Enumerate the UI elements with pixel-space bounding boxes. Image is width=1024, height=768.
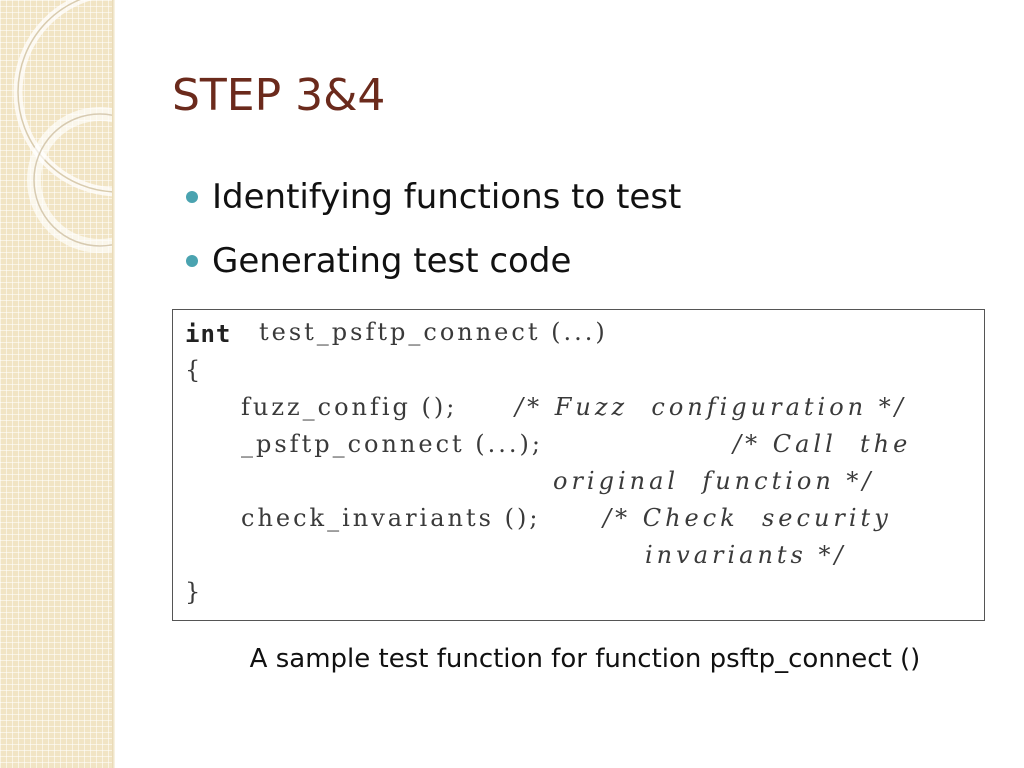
bullet-item-identifying: Identifying functions to test (186, 170, 681, 234)
code-comment-check-a: /* Check security (603, 504, 892, 532)
code-open-brace: { (185, 356, 204, 384)
code-call-fuzz-config: fuzz_config (); (241, 393, 458, 421)
figure-caption: A sample test function for function psft… (249, 644, 921, 674)
bullet-list: Identifying functions to test Generating… (186, 170, 681, 298)
code-comment-call-a: /* Call the (733, 430, 912, 458)
sidebar-edge (112, 0, 115, 768)
bullet-icon (186, 191, 198, 203)
code-figure: int test_psftp_connect (...) { fuzz_conf… (172, 309, 985, 621)
slide-title: STEP 3&4 (172, 70, 386, 121)
code-signature: test_psftp_connect (...) (259, 318, 608, 346)
code-call-check-invariants: check_invariants (); (241, 504, 541, 532)
decorative-circle-large-outline (17, 0, 112, 193)
decorative-sidebar (0, 0, 112, 768)
code-close-brace: } (185, 578, 204, 606)
bullet-text: Identifying functions to test (212, 177, 682, 217)
bullet-item-generating: Generating test code (186, 234, 681, 298)
code-comment-check-b: invariants */ (645, 541, 847, 569)
code-keyword: int (185, 320, 232, 348)
decorative-circle-small-outline (33, 113, 112, 247)
code-comment-call-b: original function */ (553, 467, 875, 495)
bullet-text: Generating test code (212, 241, 572, 281)
decorative-circles (13, 0, 112, 253)
code-call-psftp-connect: _psftp_connect (...); (241, 430, 543, 458)
bullet-icon (186, 255, 198, 267)
code-comment-fuzz: /* Fuzz configuration */ (515, 393, 907, 421)
